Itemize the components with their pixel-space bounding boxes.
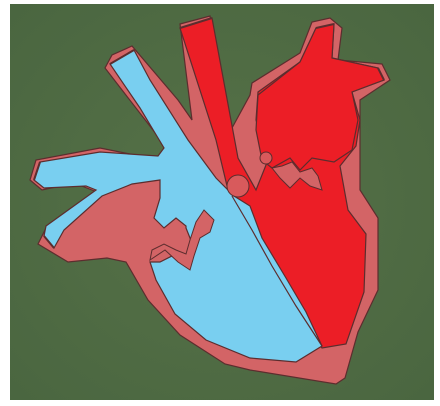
aortic-valve-node [260,152,272,164]
septum-node [227,175,249,197]
